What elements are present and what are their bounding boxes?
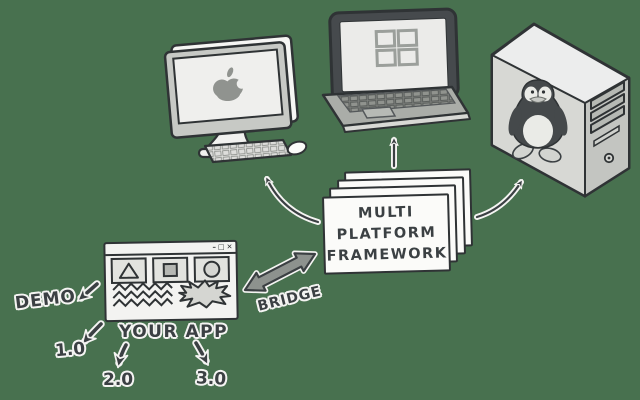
tower-drive-bays <box>590 81 625 134</box>
splat-shape <box>178 279 232 309</box>
arrow-framework-to-tower <box>474 179 524 220</box>
maximize-icon[interactable]: □ <box>217 242 225 251</box>
circle-icon <box>203 260 221 278</box>
laptop-base <box>321 85 471 133</box>
app-window-content <box>110 255 232 309</box>
tower-power-dot <box>607 156 611 160</box>
arrow-framework-to-mac <box>264 175 321 225</box>
minimize-icon[interactable]: – <box>212 242 216 251</box>
close-icon[interactable]: ✕ <box>226 242 233 251</box>
your-app-label: YOUR APP <box>119 322 229 342</box>
framework-title-line: FRAMEWORK <box>326 244 448 265</box>
arrow-to-v2 <box>113 341 130 369</box>
bridge-double-arrow-icon <box>242 250 318 294</box>
triangle-icon <box>118 262 139 279</box>
apple-logo-icon <box>213 67 247 102</box>
mac-mouse <box>286 140 308 156</box>
windows-logo-icon <box>374 28 419 68</box>
framework-stack: MULTI PLATFORM FRAMEWORK <box>322 168 488 296</box>
version-3-label: 3.0 <box>195 368 227 390</box>
square-icon <box>162 262 178 278</box>
tux-penguin-icon <box>508 79 568 163</box>
framework-card-front: MULTI PLATFORM FRAMEWORK <box>322 193 451 275</box>
mac-keyboard <box>203 138 293 164</box>
arrow-to-v1 <box>81 320 105 346</box>
mac-monitor <box>163 34 299 139</box>
arrow-to-v3 <box>192 339 210 366</box>
windows-laptop <box>321 7 471 133</box>
zigzag-text-lines <box>112 281 174 308</box>
app-window: – □ ✕ <box>103 239 239 323</box>
version-2-label: 2.0 <box>103 370 134 390</box>
arrow-to-demo <box>76 280 101 302</box>
ui-box-triangle <box>110 257 148 285</box>
mac-computer <box>163 34 308 164</box>
laptop-lid <box>328 7 460 103</box>
version-1-label: 1.0 <box>54 338 86 362</box>
laptop-trackpad <box>360 106 397 119</box>
tower-slot <box>593 124 620 148</box>
linux-tower <box>490 22 631 198</box>
